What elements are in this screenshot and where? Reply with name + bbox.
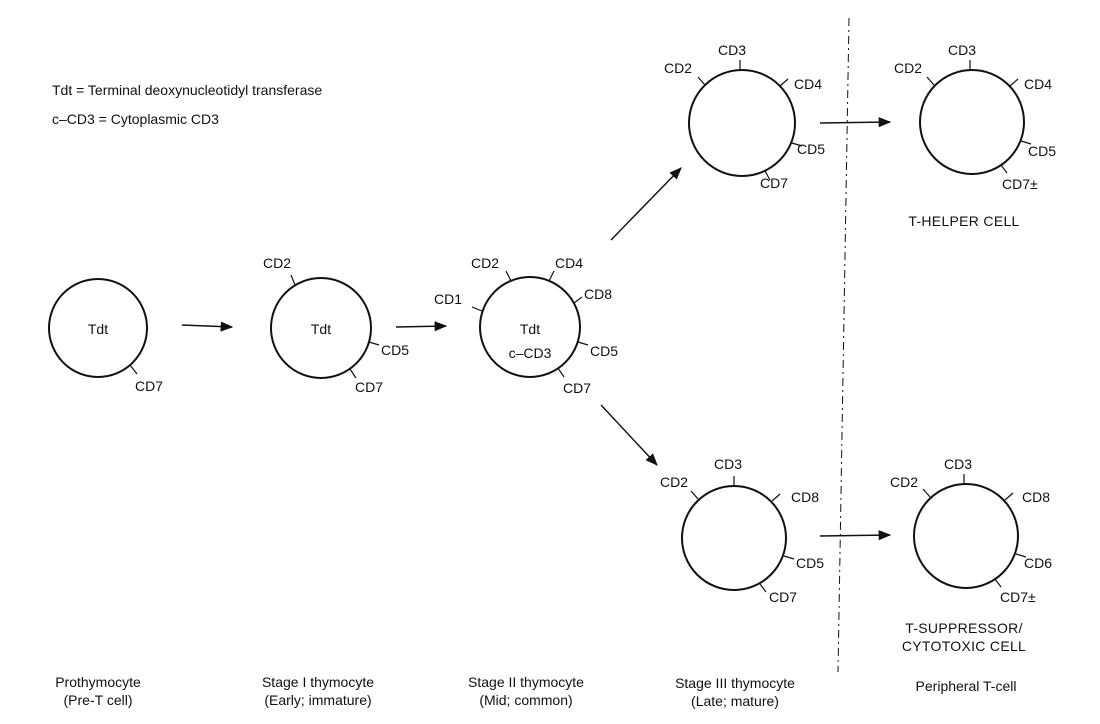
marker-tick bbox=[505, 270, 512, 282]
marker-cd3: CD3 bbox=[944, 456, 972, 472]
marker-tick bbox=[1000, 164, 1008, 174]
marker-tick bbox=[779, 78, 789, 87]
marker-tick bbox=[368, 341, 380, 346]
marker-tick bbox=[577, 341, 589, 346]
marker-tick bbox=[573, 296, 583, 304]
arrow-stage3-upper-to-helper bbox=[819, 117, 892, 128]
inner-label-tdt: Tdt bbox=[520, 321, 540, 337]
marker-cd1: CD1 bbox=[434, 291, 462, 307]
inner-label-c-cd3: c–CD3 bbox=[509, 345, 552, 361]
marker-tick bbox=[290, 274, 296, 286]
stage3-lower-cell: CD2 CD3 CD8 CD5 CD7 bbox=[660, 456, 824, 605]
marker-tick bbox=[697, 76, 706, 86]
marker-cd7: CD7 bbox=[355, 379, 383, 395]
marker-cd3: CD3 bbox=[948, 42, 976, 58]
marker-cd6: CD6 bbox=[1024, 555, 1052, 571]
t-suppressor-title-line2: CYTOTOXIC CELL bbox=[902, 638, 1026, 654]
marker-tick bbox=[791, 142, 803, 147]
stage3-upper-cell: CD2 CD3 CD4 CD5 CD7 bbox=[664, 42, 825, 191]
stage-prothymocyte-line1: Prothymocyte bbox=[55, 674, 141, 690]
marker-cd5: CD5 bbox=[796, 555, 824, 571]
marker-tick bbox=[349, 368, 357, 379]
inner-label: Tdt bbox=[88, 321, 108, 337]
stage-3-line1: Stage III thymocyte bbox=[675, 675, 795, 691]
arrow-stage2-to-stage3-upper bbox=[610, 167, 682, 241]
marker-cd5: CD5 bbox=[590, 343, 618, 359]
marker-tick bbox=[771, 493, 781, 502]
marker-cd7: CD7 bbox=[135, 378, 163, 394]
marker-cd7: CD7 bbox=[563, 380, 591, 396]
marker-tick bbox=[129, 364, 138, 375]
marker-cd2: CD2 bbox=[660, 474, 688, 490]
stage-2-line1: Stage II thymocyte bbox=[468, 674, 584, 690]
t-suppressor-cell: CD2 CD3 CD8 CD6 CD7± T-SUPPRESSOR/ CYTOT… bbox=[890, 456, 1052, 654]
stage-prothymocyte-line2: (Pre-T cell) bbox=[64, 692, 133, 708]
marker-tick bbox=[548, 270, 555, 282]
marker-cd4: CD4 bbox=[555, 255, 583, 271]
marker-cd4: CD4 bbox=[794, 76, 822, 92]
marker-cd5: CD5 bbox=[381, 342, 409, 358]
marker-cd5: CD5 bbox=[797, 141, 825, 157]
marker-cd5: CD5 bbox=[1028, 143, 1056, 159]
stage2-cell: Tdt c–CD3 CD1 CD2 CD4 CD8 CD5 CD7 bbox=[434, 255, 618, 396]
marker-cd2: CD2 bbox=[664, 60, 692, 76]
marker-cd7-pm: CD7± bbox=[1000, 589, 1036, 605]
marker-tick bbox=[783, 555, 795, 560]
marker-tick bbox=[922, 488, 931, 498]
marker-cd7: CD7 bbox=[760, 175, 788, 191]
t-helper-title: T-HELPER CELL bbox=[908, 213, 1019, 229]
marker-tick bbox=[759, 583, 767, 593]
marker-cd2: CD2 bbox=[471, 255, 499, 271]
marker-cd2: CD2 bbox=[894, 60, 922, 76]
legend-c-cd3: c–CD3 = Cytoplasmic CD3 bbox=[52, 111, 219, 127]
stage-2-line2: (Mid; common) bbox=[479, 692, 572, 708]
marker-cd3: CD3 bbox=[718, 42, 746, 58]
marker-cd4: CD4 bbox=[1024, 76, 1052, 92]
marker-cd7-pm: CD7± bbox=[1002, 176, 1038, 192]
arrow-stage1-to-stage2 bbox=[395, 321, 448, 332]
arrow-prothymocyte-to-stage1 bbox=[181, 321, 234, 332]
thymus-periphery-divider bbox=[837, 17, 850, 673]
marker-tick bbox=[557, 367, 565, 378]
marker-cd3: CD3 bbox=[714, 456, 742, 472]
marker-tick bbox=[1015, 553, 1027, 558]
marker-cd7: CD7 bbox=[769, 589, 797, 605]
prothymocyte-cell: Tdt CD7 bbox=[48, 278, 163, 394]
legend-tdt: Tdt = Terminal deoxynucleotidyl transfer… bbox=[52, 82, 322, 98]
stage1-cell: Tdt CD2 CD5 CD7 bbox=[263, 255, 409, 395]
marker-cd8: CD8 bbox=[1022, 489, 1050, 505]
marker-cd2: CD2 bbox=[263, 255, 291, 271]
marker-cd8: CD8 bbox=[584, 286, 612, 302]
stage-peripheral-line1: Peripheral T-cell bbox=[916, 678, 1017, 694]
arrow-stage3-lower-to-suppressor bbox=[819, 530, 892, 541]
stage-3-line2: (Late; mature) bbox=[691, 693, 779, 709]
stage-1-line2: (Early; immature) bbox=[264, 692, 371, 708]
marker-tick bbox=[1009, 78, 1019, 87]
stage-1-line1: Stage I thymocyte bbox=[262, 674, 374, 690]
arrow-stage2-to-stage3-lower bbox=[600, 404, 658, 466]
marker-cd2: CD2 bbox=[890, 474, 918, 490]
t-suppressor-title-line1: T-SUPPRESSOR/ bbox=[905, 620, 1022, 636]
marker-tick bbox=[926, 76, 935, 86]
marker-tick bbox=[690, 490, 699, 500]
marker-cd8: CD8 bbox=[791, 489, 819, 505]
inner-label: Tdt bbox=[311, 321, 331, 337]
marker-tick bbox=[764, 170, 771, 181]
marker-tick bbox=[471, 306, 483, 312]
marker-tick bbox=[1020, 140, 1032, 145]
marker-tick bbox=[1004, 492, 1014, 501]
t-helper-cell: CD2 CD3 CD4 CD5 CD7± T-HELPER CELL bbox=[894, 42, 1056, 229]
marker-tick bbox=[994, 578, 1002, 588]
